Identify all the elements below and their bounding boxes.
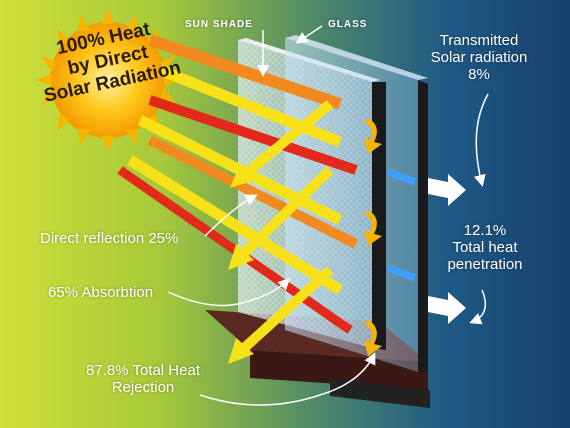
penetration-line-1: 12.1% xyxy=(463,222,507,239)
absorption-label: 65% Absorbtion xyxy=(48,284,154,301)
transmitted-rays xyxy=(386,168,417,282)
transmitted-line-3: 8% xyxy=(468,66,490,83)
glass-panel xyxy=(285,35,428,372)
penetration-line-2: Total heat xyxy=(452,239,518,256)
penetration-line-3: penetration xyxy=(447,256,523,273)
transmitted-label: Transmitted Solar radiation 8% xyxy=(414,32,544,83)
rejection-label: 87.8% Total Heat Rejection xyxy=(78,362,208,396)
sun-shade-label: SUN SHADE xyxy=(185,19,253,30)
transmitted-line-1: Transmitted xyxy=(439,32,519,49)
direct-reflection-label: Direct reflection 25% xyxy=(40,230,179,247)
penetration-label: 12.1% Total heat penetration xyxy=(430,222,540,273)
glass-label: GLASS xyxy=(328,19,368,30)
rejection-line-2: Rejection xyxy=(111,379,175,396)
rejection-line-1: 87.8% Total Heat xyxy=(86,362,200,379)
outgoing-heat-arrows xyxy=(428,174,466,324)
reflection-arrows xyxy=(228,100,334,364)
label-pointers xyxy=(167,25,489,406)
absorption-arrows xyxy=(364,118,382,356)
transmitted-line-2: Solar radiation xyxy=(430,49,528,66)
